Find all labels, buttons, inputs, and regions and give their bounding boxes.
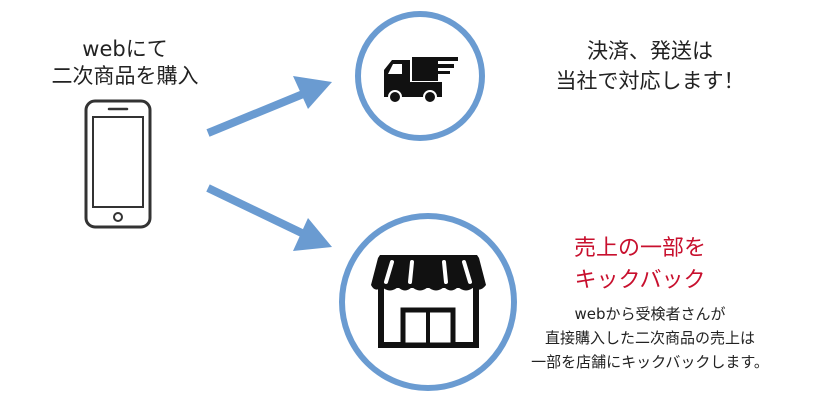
kickback-title-line: 売上の一部を: [573, 236, 706, 261]
arrow-to-store: [206, 184, 332, 251]
buyer-line: 二次商品を購入: [51, 64, 199, 88]
shipping-line: 当社で対応します！: [555, 69, 745, 93]
kickback-desc-line: webから受検者さんが: [574, 305, 726, 323]
kickback-desc-line: 直接購入した二次商品の売上は: [544, 329, 755, 347]
shipping-line: 決済、発送は: [587, 39, 713, 63]
buyer-line: webにて: [82, 37, 168, 61]
truck-icon: [384, 57, 458, 104]
buyer-caption: webにて 二次商品を購入: [40, 36, 210, 90]
kickback-description: webから受検者さんが 直接購入した二次商品の売上は 一部を店舗にキックバックし…: [505, 302, 795, 374]
smartphone-icon: [84, 99, 152, 229]
kickback-desc-line: 一部を店舗にキックバックします。: [531, 353, 769, 371]
shipping-caption: 決済、発送は 当社で対応します！: [540, 36, 760, 96]
arrow-to-shipping: [206, 76, 332, 137]
kickback-title-line: キックバック: [574, 268, 706, 293]
store-icon: [371, 255, 486, 348]
kickback-title: 売上の一部を キックバック: [530, 233, 750, 297]
